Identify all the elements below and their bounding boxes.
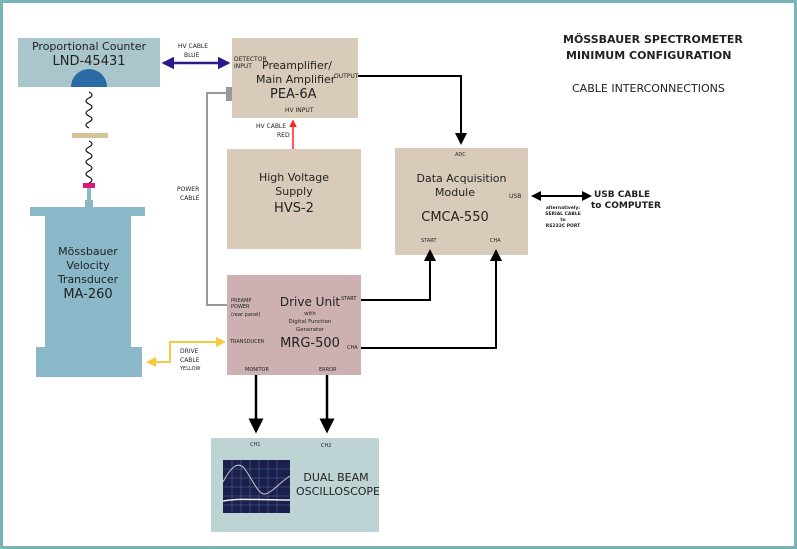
scope-label-2: OSCILLOSCOPE bbox=[296, 485, 380, 498]
daq-box bbox=[395, 148, 528, 255]
usb-label: USB bbox=[509, 193, 522, 200]
alt-label-2: SERIAL CABLE bbox=[545, 212, 581, 217]
drive-model: MRG-500 bbox=[280, 336, 340, 351]
drive-cha-label: CHA bbox=[347, 345, 358, 351]
gamma-spring-upper bbox=[85, 91, 93, 129]
drive-cable-label-3: YELLOW bbox=[180, 366, 201, 372]
daq-label-1: Data Acquisition bbox=[416, 172, 507, 185]
daq-cha-label: CHA bbox=[490, 238, 501, 244]
daq-label-2: Module bbox=[435, 186, 475, 199]
preamp-label-1: Preamplifier/ bbox=[262, 59, 332, 72]
preamp-label-2: Main Amplifier bbox=[256, 73, 336, 86]
drive-cable-label-1: DRIVE bbox=[180, 348, 199, 355]
hvs-label-1: High Voltage bbox=[258, 171, 330, 184]
start-cable bbox=[361, 249, 436, 301]
transducer-base bbox=[36, 347, 142, 377]
hv-red-label-2: RED bbox=[277, 132, 290, 139]
alt-label-3: to bbox=[560, 218, 566, 223]
gamma-spring-lower bbox=[85, 140, 93, 184]
drive-cable-yellow bbox=[146, 337, 226, 367]
error-label: ERROR bbox=[319, 367, 337, 373]
transducer-body bbox=[45, 215, 131, 348]
drive-label-1: Drive Unit bbox=[279, 295, 341, 309]
usb-cable-label-1: USB CABLE bbox=[594, 190, 651, 200]
hv-red-label-1: HV CABLE bbox=[256, 123, 287, 130]
power-cable-label-2: CABLE bbox=[180, 195, 200, 202]
hvs-label-2: Supply bbox=[275, 185, 313, 198]
transducer-stem bbox=[87, 188, 91, 200]
adc-label: ADC bbox=[455, 152, 466, 158]
counter-window-dome bbox=[71, 69, 107, 87]
source bbox=[83, 183, 95, 188]
usb-cable-label-2: to COMPUTER bbox=[591, 201, 661, 211]
ch2-label: CH2 bbox=[321, 443, 332, 449]
drive-unit-box bbox=[227, 275, 361, 375]
monitor-label: MONITOR bbox=[245, 367, 269, 373]
title-line-1: MÖSSBAUER SPECTROMETER bbox=[563, 33, 743, 46]
rear-panel-label: (rear panel) bbox=[231, 312, 261, 318]
power-cable bbox=[206, 92, 227, 306]
absorber bbox=[72, 133, 108, 138]
counter-model: LND-45431 bbox=[52, 54, 126, 69]
output-to-adc bbox=[358, 75, 467, 145]
daq-start-label: START bbox=[421, 238, 437, 244]
drive-cable-label-2: CABLE bbox=[180, 357, 200, 364]
hv-blue-label-1: HV CABLE bbox=[178, 43, 209, 50]
transducer-port-label: TRANSDUCER bbox=[230, 339, 265, 345]
alt-label-4: RS232C PORT bbox=[545, 224, 581, 229]
preamp-box bbox=[232, 38, 358, 118]
preamp-model: PEA-6A bbox=[270, 87, 317, 102]
output-label: OUTPUT bbox=[334, 73, 359, 80]
daq-model: CMCA-550 bbox=[421, 210, 489, 225]
title-line-2: MINIMUM CONFIGURATION bbox=[566, 49, 732, 62]
transducer-label-3: Transducer bbox=[57, 273, 119, 286]
transducer-label-1: Mössbauer bbox=[58, 245, 118, 258]
alt-label-1: alternatively: bbox=[545, 206, 581, 211]
preamp-power-label: PREAMP POWER bbox=[231, 298, 252, 310]
counter-name: Proportional Counter bbox=[31, 40, 146, 53]
ch1-label: CH1 bbox=[250, 442, 261, 448]
power-connector bbox=[226, 87, 232, 101]
hv-input-label: HV INPUT bbox=[285, 107, 314, 114]
subtitle: CABLE INTERCONNECTIONS bbox=[572, 82, 725, 95]
drive-start-label: START bbox=[341, 296, 357, 302]
transducer-model: MA-260 bbox=[63, 287, 113, 302]
transducer-flange bbox=[30, 207, 145, 216]
drive-label-3: Digital Function bbox=[288, 319, 332, 325]
oscilloscope-screen bbox=[222, 460, 291, 513]
cha-cable bbox=[361, 249, 502, 349]
detector-input-label: DETECTOR INPUT bbox=[234, 56, 267, 70]
power-cable-label-1: POWER bbox=[177, 186, 200, 193]
hv-supply-box bbox=[227, 149, 361, 249]
drive-label-2: with bbox=[304, 311, 316, 317]
hv-blue-label-2: BLUE bbox=[184, 52, 200, 59]
transducer-label-2: Velocity bbox=[66, 259, 110, 272]
hvs-model: HVS-2 bbox=[274, 201, 314, 216]
drive-label-4: Generator bbox=[296, 327, 324, 333]
scope-label-1: DUAL BEAM bbox=[303, 471, 369, 484]
